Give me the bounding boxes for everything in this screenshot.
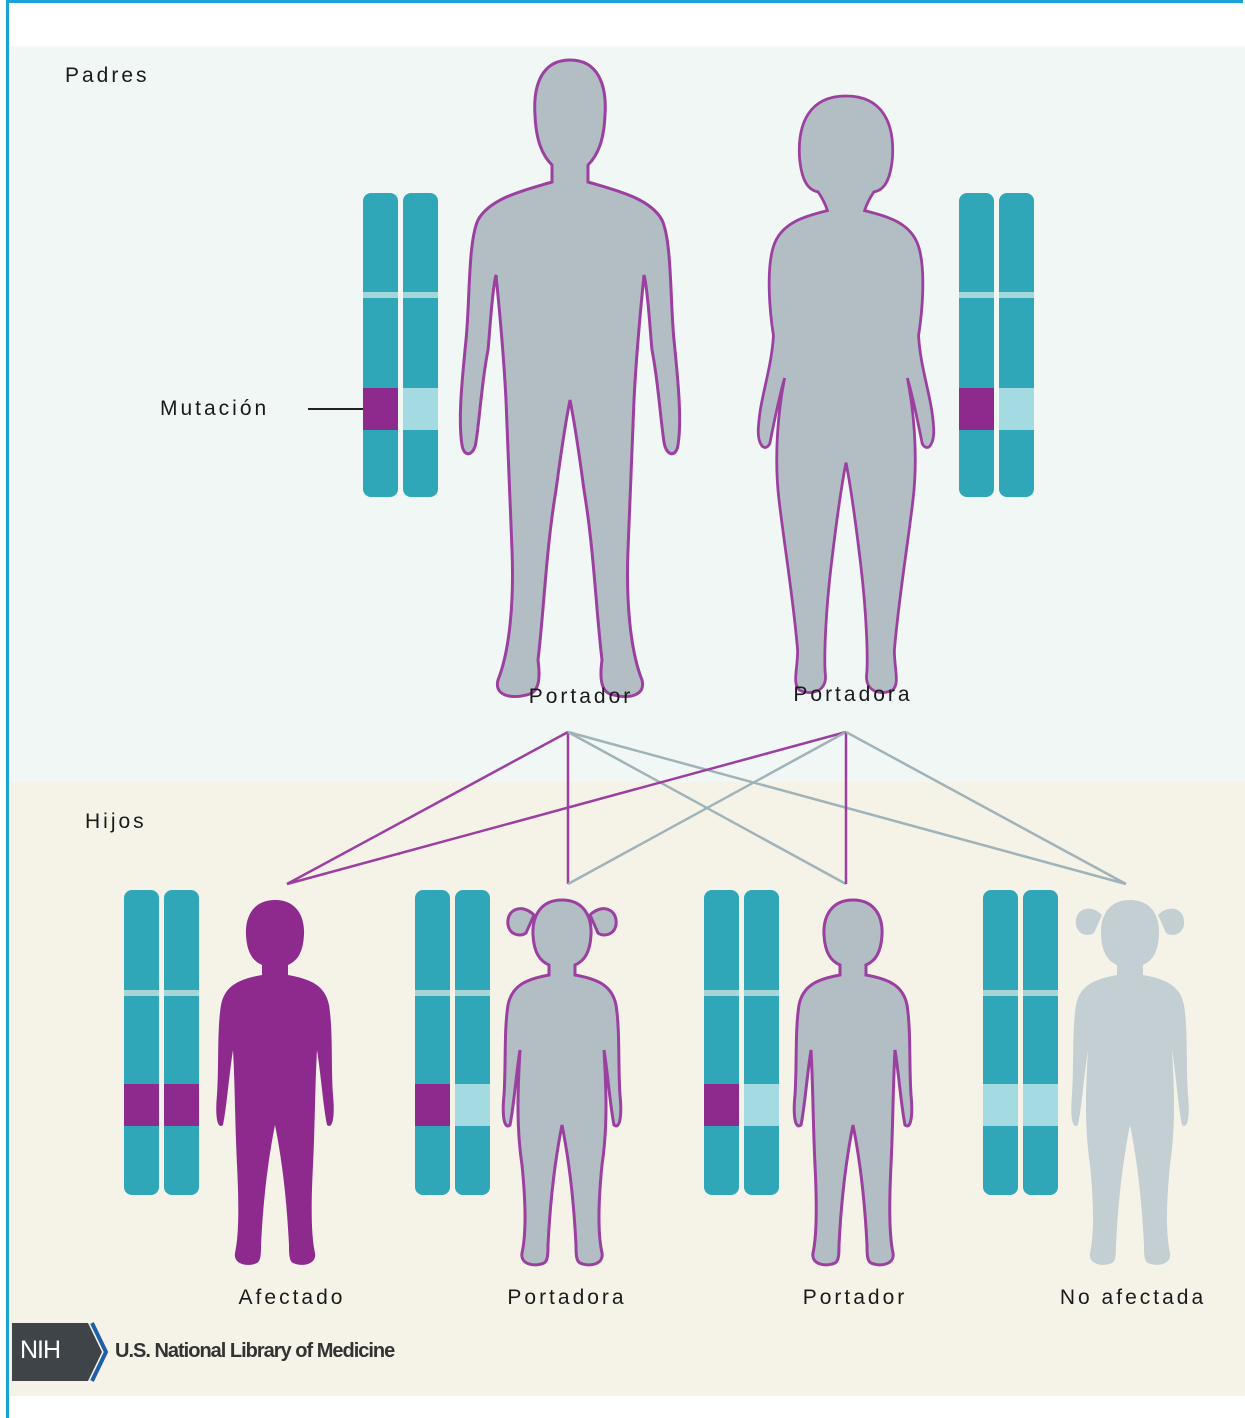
child3-chromosome-pair [704, 890, 779, 1195]
child2-carrier-figure [503, 900, 621, 1265]
nih-badge-text: NIH [20, 1336, 60, 1365]
child1-chromosome-pair [124, 890, 199, 1195]
child3-carrier-figure [794, 900, 912, 1265]
mutation-label: Mutación [160, 397, 269, 421]
line-mother-norm-child4 [846, 732, 1126, 884]
father-chromosome-pair [363, 193, 438, 497]
normal-band [403, 388, 438, 430]
mutation-band [959, 388, 994, 430]
section-label-parents: Padres [65, 64, 150, 88]
child1-affected-figure [216, 900, 334, 1265]
section-label-children: Hijos [85, 810, 147, 834]
child1-label: Afectado [239, 1286, 346, 1310]
child3-label: Portador [803, 1286, 908, 1310]
child2-label: Portadora [507, 1286, 626, 1310]
line-mother-mut-child1 [287, 732, 846, 884]
mother-chromosome-pair [959, 193, 1034, 497]
mutation-band [363, 388, 398, 430]
normal-band [999, 388, 1034, 430]
child4-label: No afectada [1060, 1286, 1206, 1310]
father-label: Portador [529, 685, 634, 709]
mother-label: Portadora [793, 683, 912, 707]
child4-unaffected-figure [1071, 900, 1189, 1265]
father-figure [460, 60, 679, 696]
child2-chromosome-pair [415, 890, 490, 1195]
mother-figure [758, 96, 933, 693]
inheritance-lines [287, 732, 1126, 884]
nih-library-text: U.S. National Library of Medicine [115, 1340, 394, 1363]
child4-chromosome-pair [983, 890, 1058, 1195]
line-father-mut-child1 [287, 732, 568, 884]
